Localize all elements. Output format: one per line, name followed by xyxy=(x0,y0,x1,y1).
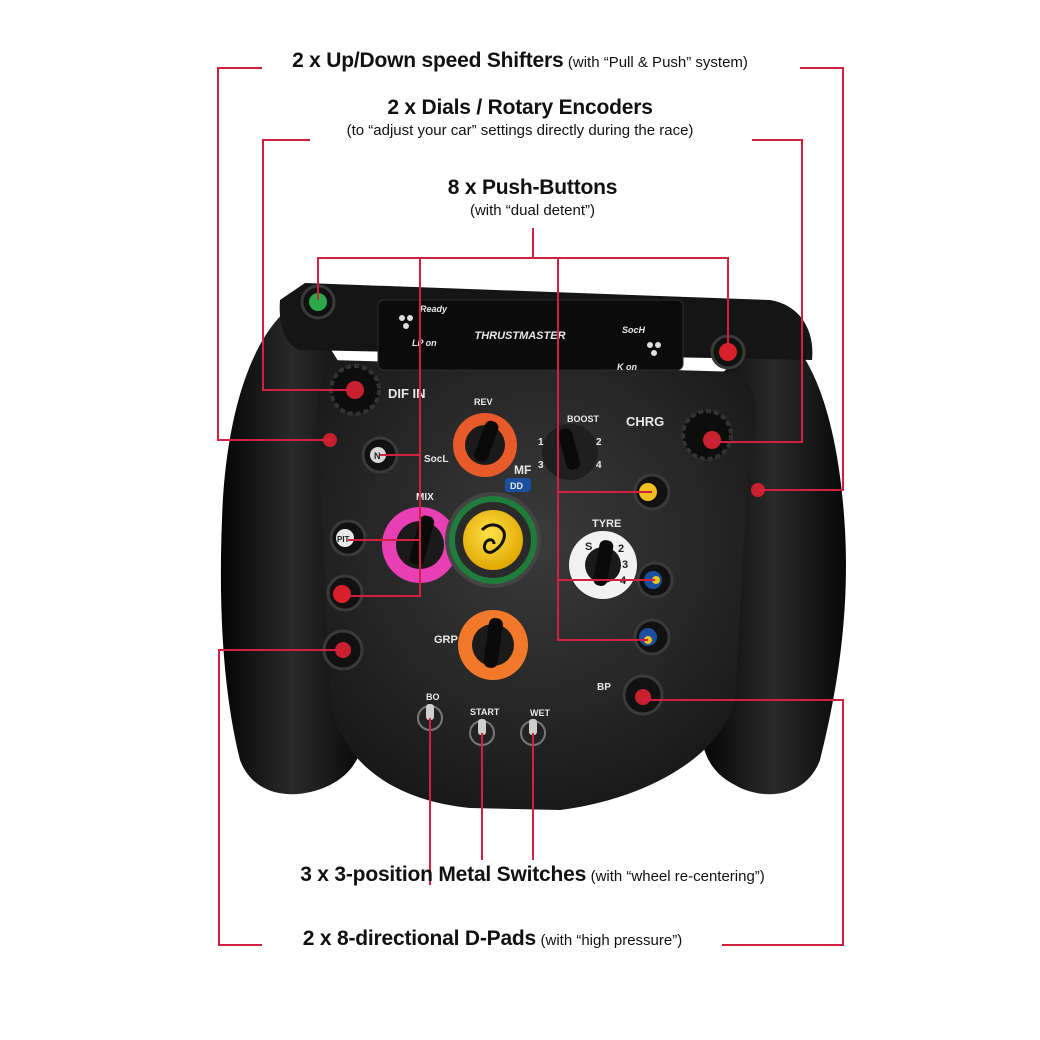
display-lp-on: LP on xyxy=(412,338,437,348)
rev-label: REV xyxy=(474,397,493,407)
switches-note: (with “wheel re-centering”) xyxy=(590,868,765,885)
switches-title: 3 x 3-position Metal Switches xyxy=(300,863,587,886)
buttons-caption: 8 x Push-Buttons (with “dual detent”) xyxy=(0,176,1040,219)
tyre-selector: S 2 3 4 xyxy=(569,531,637,599)
shifters-note: (with “Pull & Push” system) xyxy=(567,54,748,71)
grp-label: GRP xyxy=(434,634,458,646)
display-ready: Ready xyxy=(420,304,448,314)
shifters-caption: 2 x Up/Down speed Shifters (with “Pull &… xyxy=(0,49,1040,73)
svg-text:3: 3 xyxy=(622,559,628,571)
center-emblem: DD xyxy=(445,478,541,588)
svg-text:N: N xyxy=(374,451,381,461)
right-rotary-encoder xyxy=(681,409,733,461)
dd-label: DD xyxy=(510,481,523,491)
svg-text:4: 4 xyxy=(596,460,602,471)
svg-text:1: 1 xyxy=(538,437,544,448)
callout-lines xyxy=(217,67,844,946)
switches-caption: 3 x 3-position Metal Switches (with “whe… xyxy=(0,863,1040,887)
right-dpad xyxy=(622,674,664,716)
socl-label: SocL xyxy=(424,454,448,465)
buttons-note: (with “dual detent”) xyxy=(469,202,596,219)
mf-label: MF xyxy=(514,463,531,477)
dif-in-label: DIF IN xyxy=(388,386,426,401)
svg-text:3: 3 xyxy=(538,460,544,471)
display-soch: SocH xyxy=(622,325,646,335)
tyre-label: TYRE xyxy=(592,518,621,530)
dials-note: (to “adjust your car” settings directly … xyxy=(346,122,694,139)
dials-caption: 2 x Dials / Rotary Encoders (to “adjust … xyxy=(0,96,1040,139)
svg-text:2: 2 xyxy=(596,437,602,448)
dpads-title: 2 x 8-directional D-Pads xyxy=(302,927,537,950)
start-label: START xyxy=(470,707,500,717)
wet-label: WET xyxy=(530,708,550,718)
display-strip: THRUSTMASTER Ready LP on SocH K on xyxy=(377,299,684,372)
blue-button-2 xyxy=(633,618,671,656)
rad-button xyxy=(326,574,364,612)
bo-label: BO xyxy=(426,692,440,702)
display-k-on: K on xyxy=(617,362,637,372)
brand-logo: THRUSTMASTER xyxy=(474,330,565,342)
mix-label: MIX xyxy=(416,492,434,503)
shifters-title: 2 x Up/Down speed Shifters xyxy=(292,49,564,72)
dials-title: 2 x Dials / Rotary Encoders xyxy=(387,96,653,119)
boost-label: BOOST xyxy=(567,414,600,424)
chrg-label: CHRG xyxy=(626,414,664,429)
svg-text:2: 2 xyxy=(618,543,624,555)
svg-text:PIT: PIT xyxy=(337,535,350,544)
dpads-note: (with “high pressure”) xyxy=(540,932,683,949)
bp-label: BP xyxy=(597,682,611,693)
boost-selector: 1 3 2 4 xyxy=(538,424,602,480)
dpads-caption: 2 x 8-directional D-Pads (with “high pre… xyxy=(0,927,985,951)
pit-button: PIT xyxy=(329,519,367,557)
top-left-button xyxy=(300,284,336,320)
rev-selector xyxy=(453,413,517,477)
svg-text:S: S xyxy=(585,541,592,553)
grp-selector xyxy=(458,610,528,680)
buttons-title: 8 x Push-Buttons xyxy=(447,176,618,199)
